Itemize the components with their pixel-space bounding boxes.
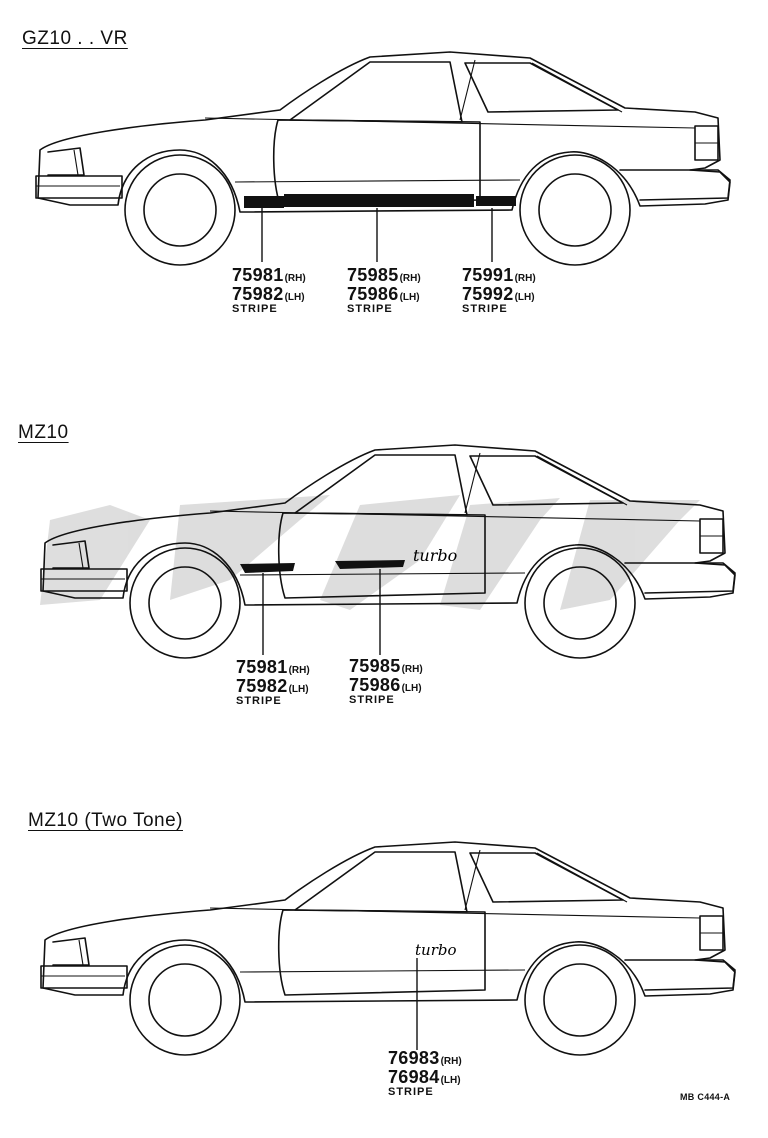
car-mz10-two-tone: turbo: [40, 841, 736, 1056]
part-callout: 76983(RH) 76984(LH) STRIPE: [388, 1048, 462, 1098]
car-mz10: turbo: [40, 444, 736, 659]
stripe-rear-quarter: [476, 196, 516, 206]
part-callout: 75985(RH) 75986(LH) STRIPE: [347, 265, 421, 315]
part-callout: 75981(RH) 75982(LH) STRIPE: [232, 265, 306, 315]
stripe-door: [335, 560, 405, 569]
part-callout: 75981(RH) 75982(LH) STRIPE: [236, 657, 310, 707]
stripe-front-fender: [240, 563, 295, 573]
watermark-logo: [40, 495, 700, 610]
stripe-door: [284, 194, 474, 207]
turbo-badge: turbo: [415, 941, 457, 959]
diagram-reference-code: MB C444-A: [680, 1092, 731, 1102]
variant-heading-gz10-vr: GZ10 . . VR: [22, 28, 128, 49]
car-gz10-vr: [35, 51, 731, 266]
stripe-front-fender: [244, 196, 284, 208]
part-callout: 75991(RH) 75992(LH) STRIPE: [462, 265, 536, 315]
variant-heading-mz10-two-tone: MZ10 (Two Tone): [28, 810, 183, 831]
variant-heading-mz10: MZ10: [18, 422, 69, 443]
part-callout: 75985(RH) 75986(LH) STRIPE: [349, 656, 423, 706]
turbo-badge: turbo: [413, 546, 457, 565]
